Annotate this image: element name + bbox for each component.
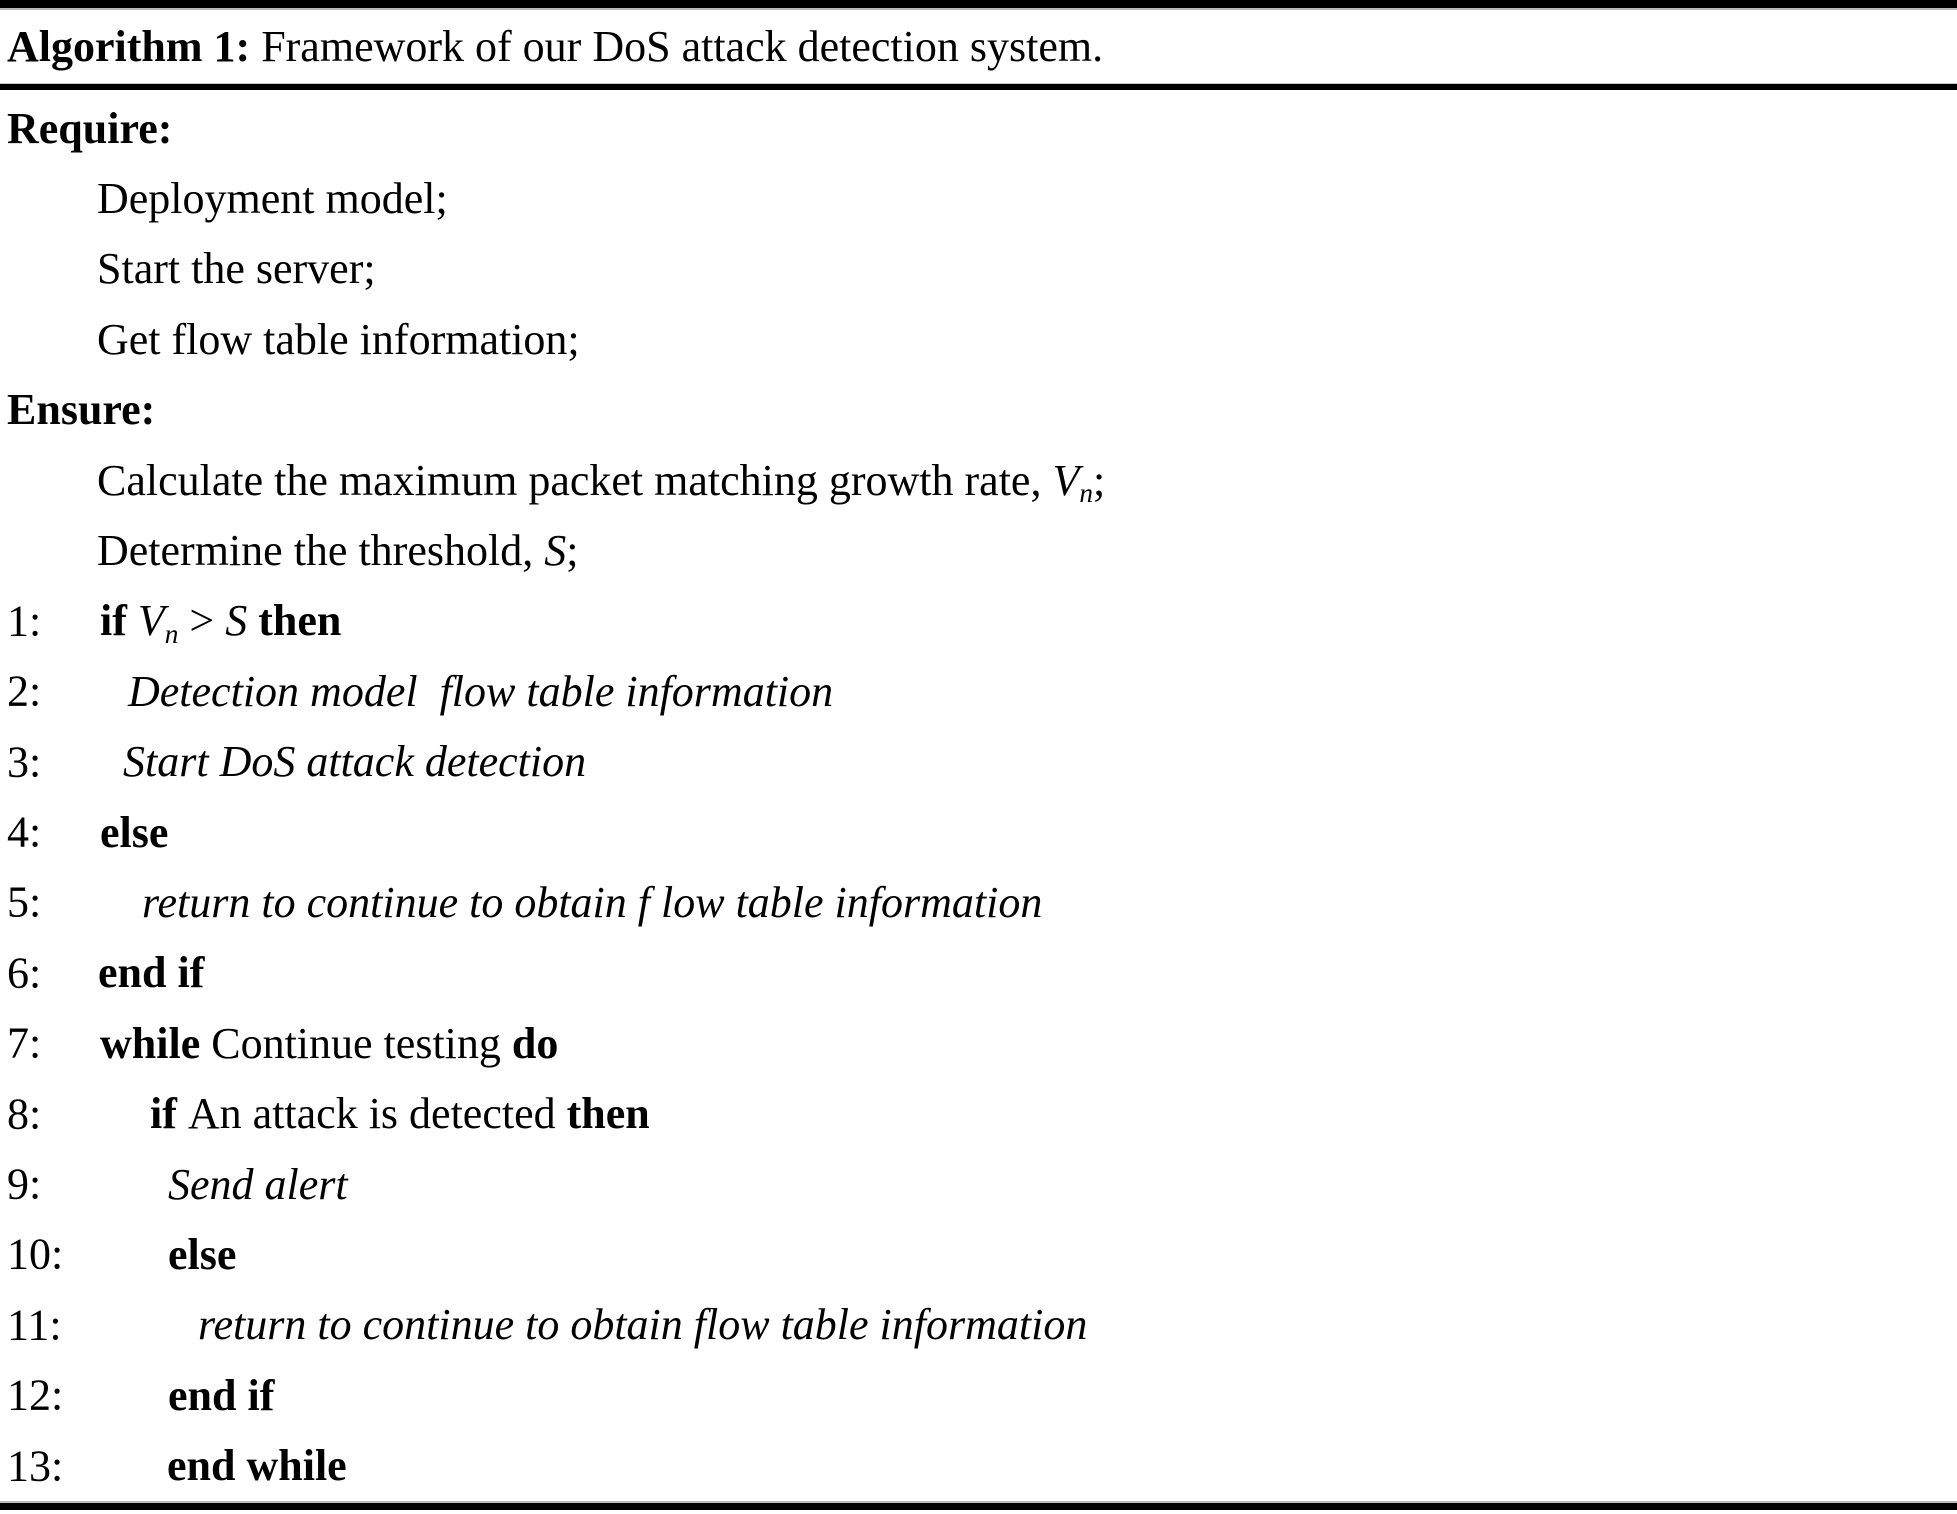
- algorithm-label: Algorithm 1:: [7, 22, 251, 71]
- algorithm-preamble-line: Calculate the maximum packet matching gr…: [0, 445, 1957, 515]
- text-segment-italic: S: [544, 526, 567, 576]
- line-text: Get flow table information;: [97, 314, 580, 365]
- text-segment-bold: end if: [98, 948, 205, 998]
- line-number: 1:: [7, 596, 42, 646]
- algorithm-step-line: 5: return to continue to obtain f low tab…: [0, 867, 1957, 937]
- text-segment-bold: then: [247, 596, 342, 646]
- text-segment-italic: Start DoS attack detection: [123, 737, 587, 787]
- algorithm-step-line: 10: else: [0, 1219, 1957, 1289]
- algorithm-step-line: 7: while Continue testing do: [0, 1008, 1957, 1078]
- line-text: Start DoS attack detection: [123, 736, 586, 787]
- text-segment-bold: else: [168, 1229, 237, 1279]
- text-segment-plain: >: [178, 596, 226, 646]
- line-text: Calculate the maximum packet matching gr…: [97, 455, 1106, 509]
- algorithm-step-line: 3: Start DoS attack detection: [0, 727, 1957, 797]
- algorithm-preamble-line: Start the server;: [0, 234, 1957, 304]
- algorithm-preamble-line: Determine the threshold, S;: [0, 515, 1957, 585]
- line-number: 2:: [7, 666, 42, 716]
- line-number: 9:: [7, 1159, 42, 1209]
- line-text: end if: [168, 1370, 274, 1421]
- line-number: 5:: [7, 877, 42, 927]
- line-number: 8:: [7, 1089, 42, 1139]
- algorithm-step-line: 4: else: [0, 797, 1957, 867]
- text-segment-bold: Require:: [7, 103, 173, 153]
- line-text: return to continue to obtain flow table …: [198, 1299, 1087, 1350]
- text-segment-italic: V: [137, 596, 165, 646]
- title-separator-rule: [0, 83, 1957, 90]
- text-segment-bold: while: [100, 1018, 212, 1068]
- algorithm-step-line: 9: Send alert: [0, 1149, 1957, 1219]
- line-text: Determine the threshold, S;: [97, 525, 578, 576]
- algorithm-step-line: 13: end while: [0, 1430, 1957, 1500]
- line-text: Require:: [7, 103, 172, 154]
- line-number: 7:: [7, 1018, 42, 1068]
- bottom-rule: [0, 1500, 1957, 1510]
- text-segment-bold: if: [100, 596, 138, 646]
- text-segment-italic: S: [225, 596, 248, 646]
- text-segment-italic: Send alert: [168, 1159, 348, 1209]
- algorithm-step-line: 2: Detection model flow table information: [0, 656, 1957, 726]
- algorithm-preamble-line: Ensure:: [0, 375, 1957, 445]
- line-text: else: [100, 807, 168, 858]
- text-segment-italic: Detection model flow table information: [128, 666, 834, 716]
- line-text: return to continue to obtain f low table…: [142, 877, 1042, 928]
- text-segment-plain: ;: [1092, 455, 1106, 505]
- line-number: 12:: [7, 1370, 64, 1420]
- text-segment-bold: then: [566, 1089, 650, 1139]
- line-text: Send alert: [168, 1159, 348, 1210]
- algorithm-step-line: 8: if An attack is detected then: [0, 1078, 1957, 1148]
- algorithm-preamble-line: Deployment model;: [0, 163, 1957, 233]
- text-segment-italic: return to continue to obtain f low table…: [142, 877, 1043, 927]
- algorithm-step-line: 11: return to continue to obtain flow tab…: [0, 1290, 1957, 1360]
- line-text: Ensure:: [7, 384, 155, 435]
- text-segment-sub: n: [1079, 478, 1093, 509]
- line-text: if Vn > S then: [100, 595, 342, 650]
- line-text: Deployment model;: [97, 173, 448, 224]
- top-rule: [0, 0, 1957, 10]
- line-number: 10:: [7, 1229, 64, 1279]
- line-text: end if: [98, 947, 204, 998]
- algorithm-step-line: 1: if Vn > S then: [0, 586, 1957, 656]
- line-number: 4:: [7, 807, 42, 857]
- algorithm-preamble-line: Require:: [0, 93, 1957, 163]
- line-number: 3:: [7, 737, 42, 787]
- text-segment-italic: V: [1052, 455, 1080, 505]
- text-segment-plain: Get flow table information;: [97, 314, 580, 364]
- algorithm-title: Algorithm 1: Framework of our DoS attack…: [0, 10, 1957, 83]
- algorithm-step-line: 12: end if: [0, 1360, 1957, 1430]
- text-segment-plain: An attack is detected: [187, 1089, 567, 1139]
- text-segment-bold: do: [511, 1018, 559, 1068]
- text-segment-bold: end if: [168, 1370, 275, 1420]
- text-segment-plain: ;: [566, 526, 579, 576]
- text-segment-plain: Calculate the maximum packet matching gr…: [97, 455, 1053, 505]
- text-segment-plain: Start the server;: [97, 244, 376, 294]
- algorithm-title-text: Framework of our DoS attack detection sy…: [250, 22, 1104, 71]
- text-segment-bold: Ensure:: [7, 385, 156, 435]
- line-text: while Continue testing do: [100, 1018, 558, 1069]
- text-segment-plain: Determine the threshold,: [97, 526, 545, 576]
- text-segment-italic: return to continue to obtain flow table …: [198, 1300, 1088, 1350]
- line-text: Detection model flow table information: [128, 666, 833, 717]
- text-segment-bold: if: [150, 1089, 188, 1139]
- algorithm-preamble-line: Get flow table information;: [0, 304, 1957, 374]
- algorithm-step-line: 6: end if: [0, 938, 1957, 1008]
- text-segment-plain: Continue testing: [211, 1018, 512, 1068]
- text-segment-bold: else: [100, 807, 169, 857]
- line-text: else: [168, 1229, 236, 1280]
- line-text: Start the server;: [97, 243, 376, 294]
- line-number: 13:: [7, 1441, 64, 1491]
- algorithm-body: Require: Deployment model; Start the serve…: [0, 90, 1957, 1501]
- line-text: end while: [167, 1440, 347, 1491]
- line-number: 11:: [7, 1300, 62, 1350]
- text-segment-plain: Deployment model;: [97, 174, 448, 224]
- text-segment-sub: n: [164, 619, 179, 650]
- line-text: if An attack is detected then: [150, 1088, 650, 1139]
- text-segment-bold: end while: [167, 1441, 347, 1491]
- line-number: 6:: [7, 948, 42, 998]
